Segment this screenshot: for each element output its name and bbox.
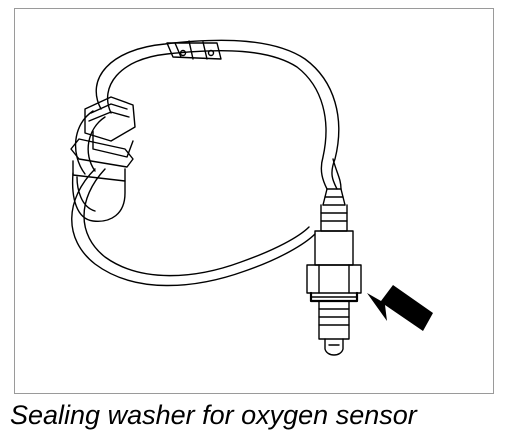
electrical-connector: [70, 96, 136, 222]
sensor-harness-cable: [71, 39, 340, 287]
oxygen-sensor-body: [306, 204, 362, 294]
sealing-washer: [309, 291, 359, 303]
sensor-probe-tip: [318, 300, 350, 356]
callout-arrow: [367, 285, 433, 331]
cable-sleeve: [322, 158, 346, 206]
cable-clip: [166, 40, 222, 60]
figure-caption: Sealing washer for oxygen sensor: [10, 400, 417, 430]
figure-frame: [14, 8, 494, 394]
oxygen-sensor-illustration: [70, 39, 433, 356]
